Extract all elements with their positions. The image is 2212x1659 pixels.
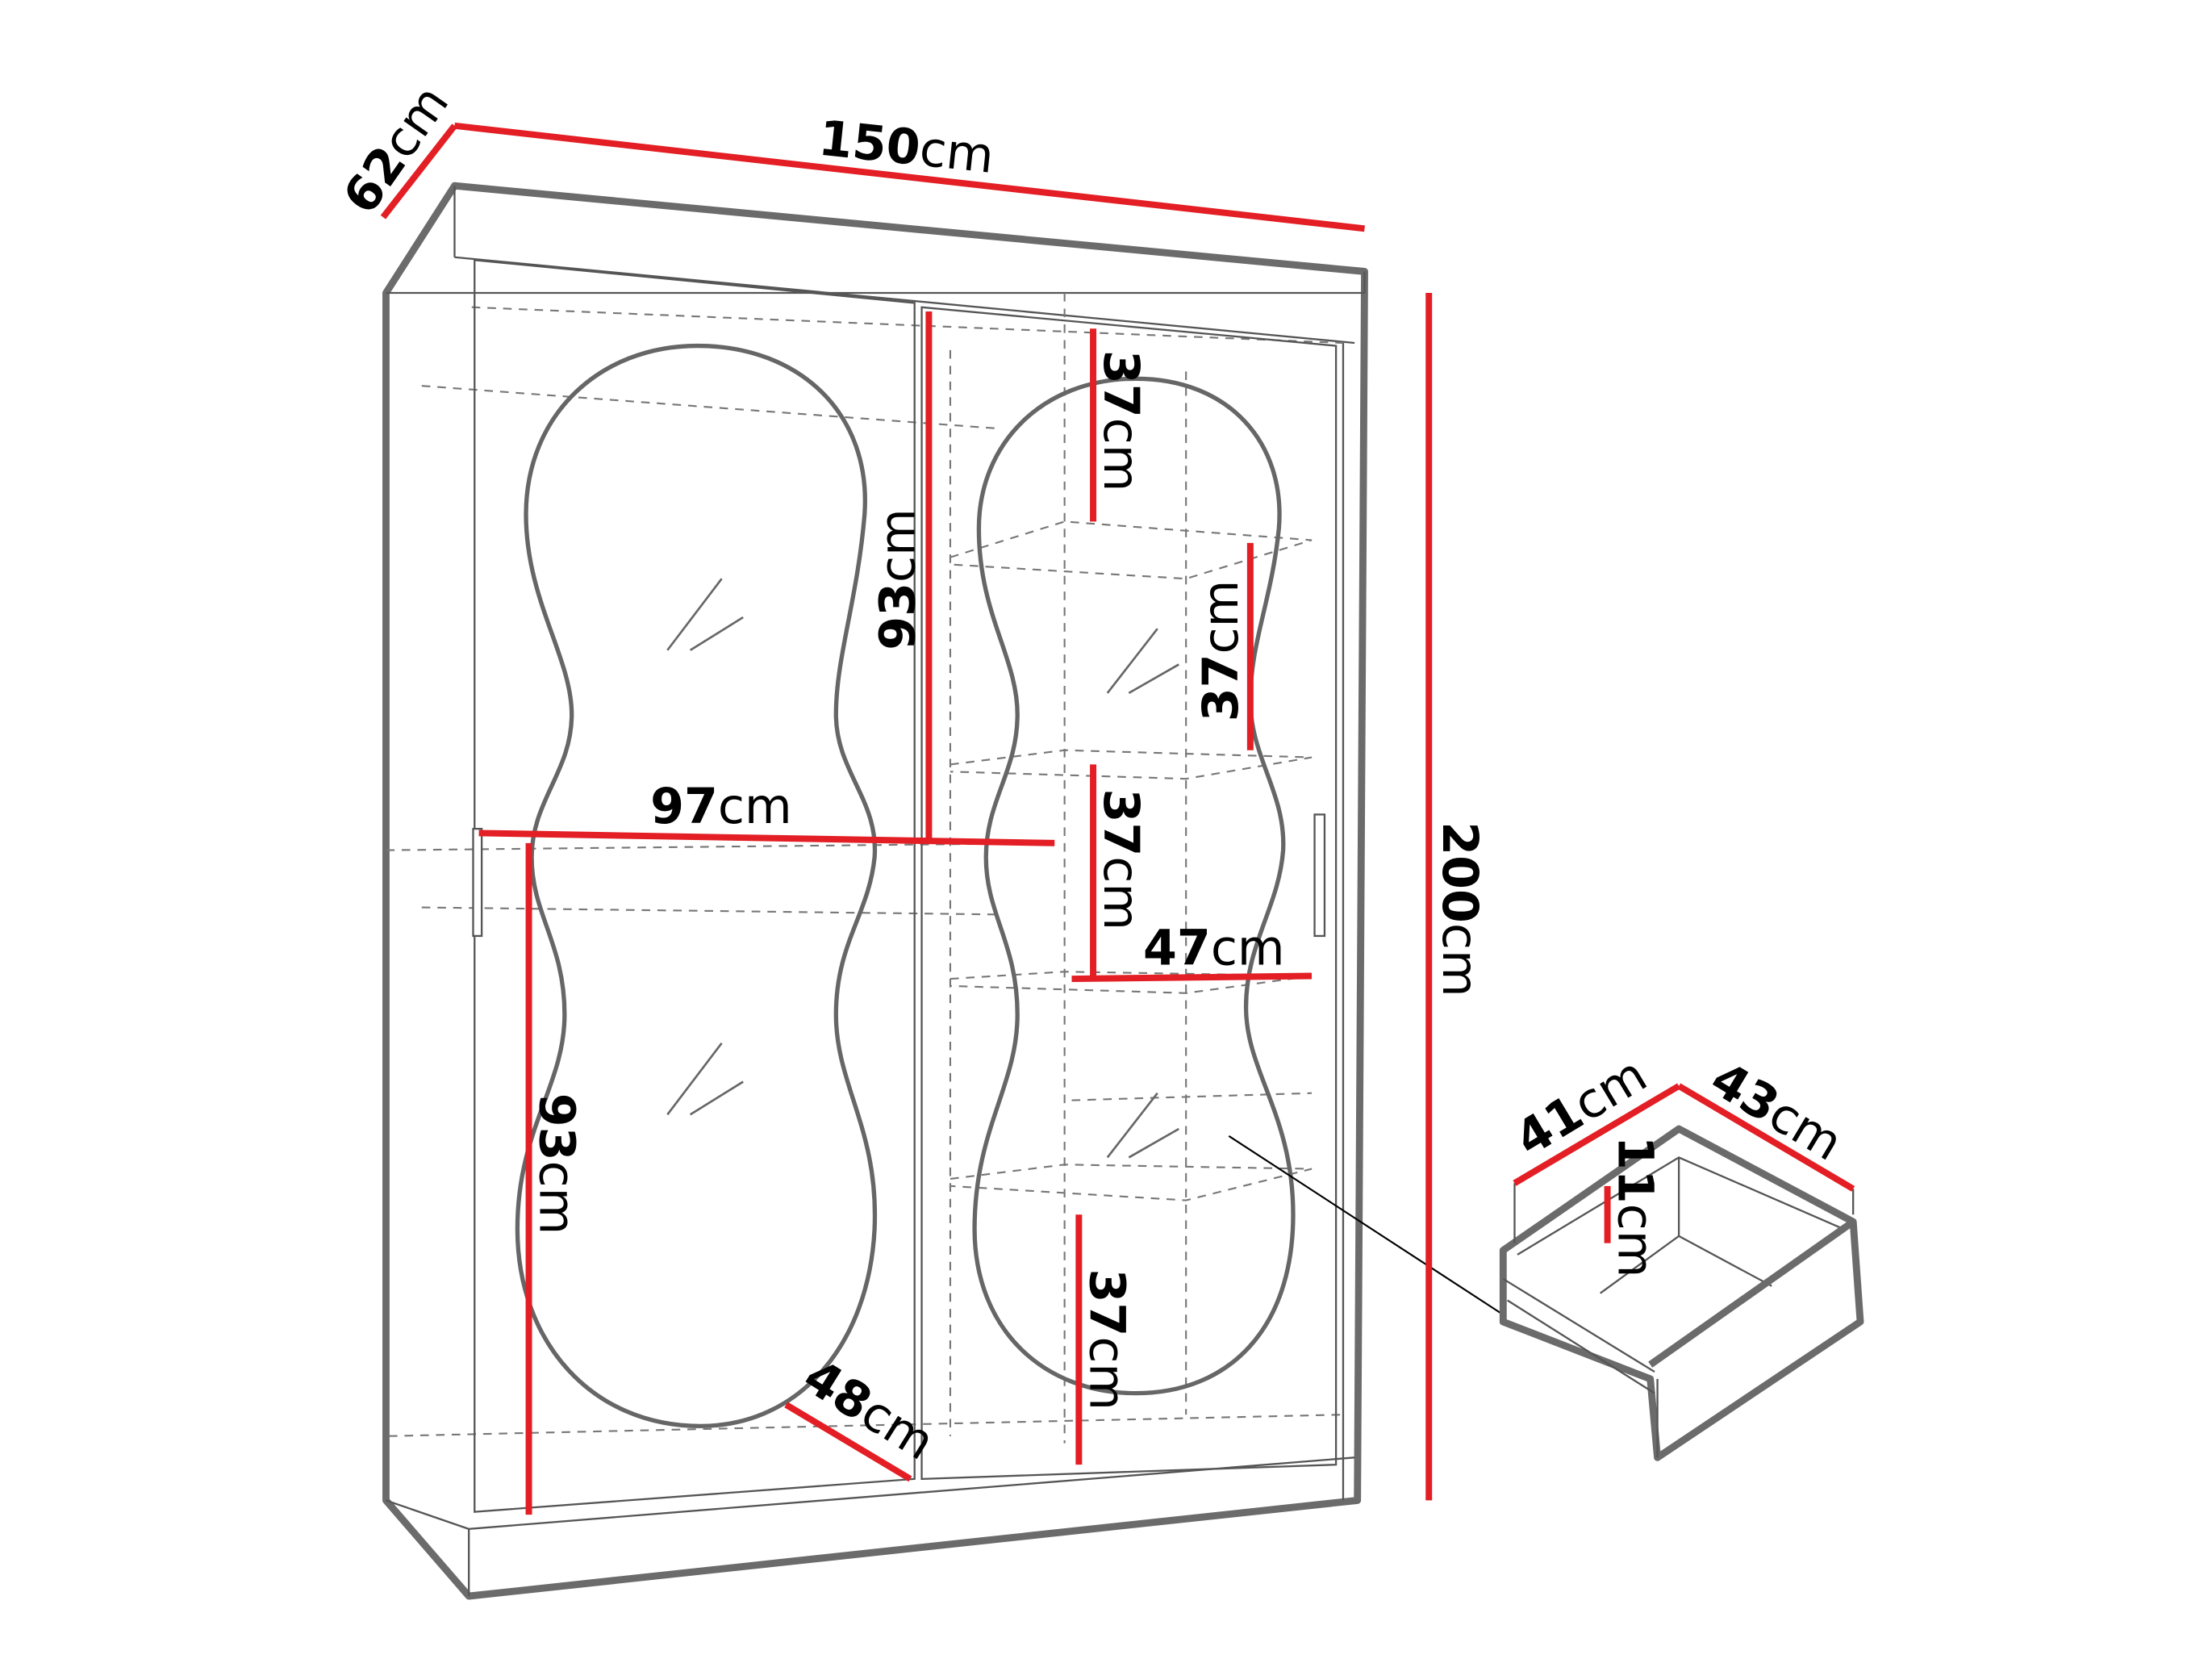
label-shelf-width: 47cm	[1143, 920, 1285, 976]
mirror-glare-icon	[666, 578, 744, 1116]
drawer-detail	[1228, 1125, 1864, 1461]
dimension-lines	[380, 122, 1855, 1515]
label-width: 150cm	[816, 111, 997, 185]
label-lower-hanging: 93cm	[528, 1093, 585, 1235]
interior-dashed-lines	[386, 293, 1344, 1444]
sliding-door-left	[472, 259, 916, 1513]
mirror-left	[515, 343, 878, 1429]
leader-line	[1228, 1135, 1504, 1316]
label-drawer-height: 11cm	[1607, 1136, 1663, 1278]
door-handle-right	[1313, 813, 1326, 938]
wardrobe-body	[382, 182, 1368, 1600]
mirror-glare-icon	[1106, 628, 1179, 1159]
label-shelf-bottom: 37cm	[1079, 1269, 1135, 1411]
label-height: 200cm	[1431, 821, 1488, 997]
label-shelf-2: 37cm	[1193, 580, 1250, 722]
label-shelf-top: 37cm	[1092, 350, 1149, 492]
label-rail-width: 97cm	[650, 779, 792, 835]
door-handle-left	[472, 827, 483, 938]
label-shelf-3: 37cm	[1092, 789, 1149, 931]
label-upper-hanging: 93cm	[870, 508, 927, 650]
